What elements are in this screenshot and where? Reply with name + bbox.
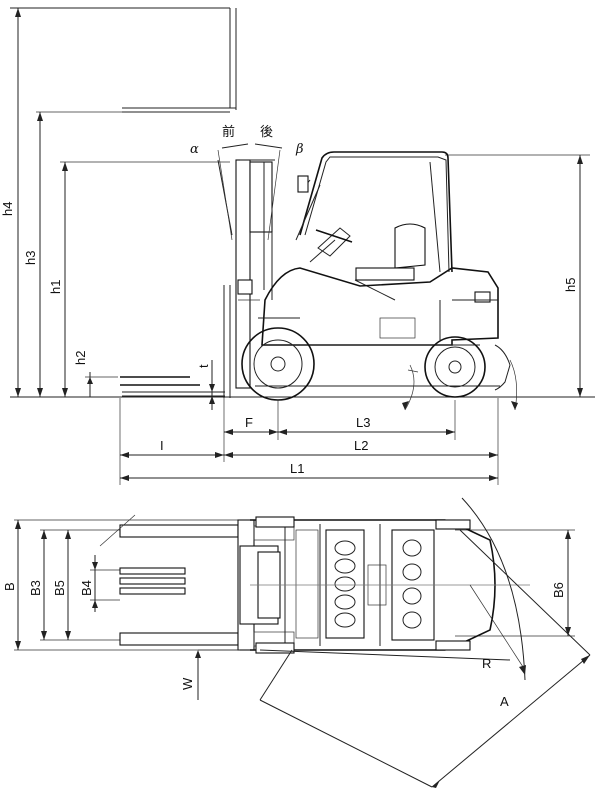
fork-thickness-dimension [209,370,215,404]
front-wheel [241,327,315,401]
label-rear: 後 [260,125,273,140]
label-R: R [482,656,491,671]
label-B3: B3 [28,580,43,596]
label-h3: h3 [23,251,38,265]
lowered-fork [120,285,231,410]
turning-geometry [195,497,591,788]
label-h5: h5 [563,278,578,292]
label-t: t [196,364,211,368]
rear-overhang [402,344,518,411]
seat-and-steering [309,223,426,301]
top-view: B B3 B5 B4 B6 W R A [2,497,591,788]
overhead-guard [295,151,453,273]
wheels-top [255,516,471,654]
label-B: B [2,582,17,591]
truck-body [255,267,500,387]
label-A: A [500,694,509,709]
length-dimensions [119,398,499,485]
raised-fork [10,7,237,113]
label-L3: L3 [356,415,370,430]
label-L2: L2 [354,438,368,453]
side-view: h4 h3 h1 h2 h5 t α β 前 後 F L3 L2 I L1 [0,7,595,485]
label-front: 前 [222,124,235,140]
label-B5: B5 [52,580,67,596]
label-h2: h2 [73,351,88,365]
forks-top [99,514,239,646]
seat-top [250,539,530,629]
label-L1: L1 [290,461,304,476]
label-h4: h4 [0,202,15,216]
label-beta: β [295,142,304,157]
height-dimensions [15,8,590,397]
label-B4: B4 [79,580,94,596]
mast [217,159,275,389]
rear-wheel [424,336,486,398]
label-F: F [245,415,253,430]
tilt-angle-lines [217,143,283,241]
label-I: I [160,438,164,453]
label-B6: B6 [551,582,566,598]
label-h1: h1 [48,280,63,294]
label-alpha: α [190,142,199,157]
label-W: W [180,677,195,690]
